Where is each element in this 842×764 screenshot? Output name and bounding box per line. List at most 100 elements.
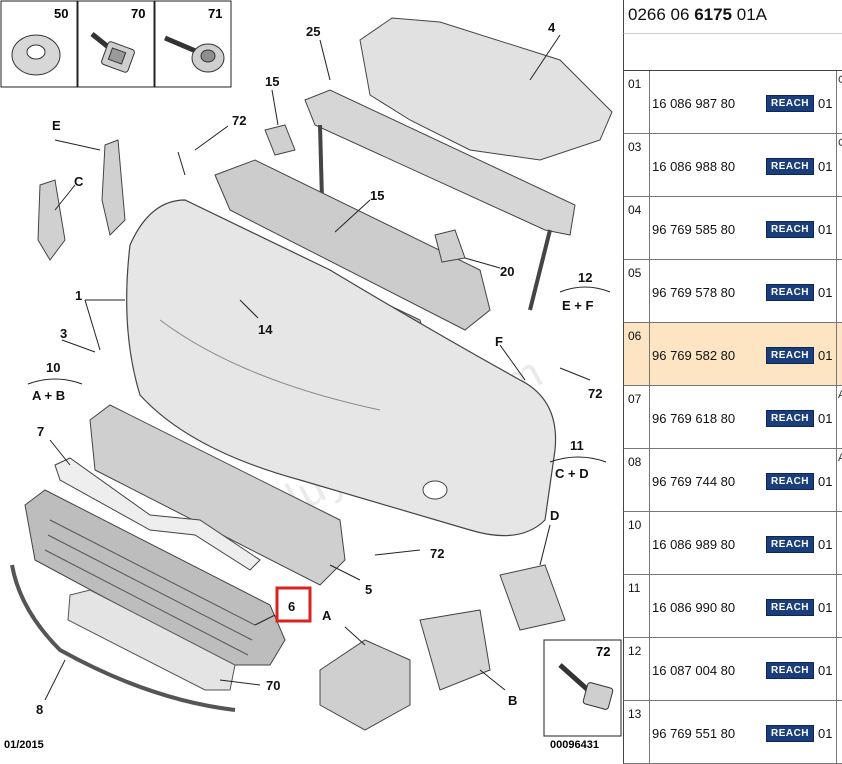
- callout-label: 70: [266, 678, 280, 693]
- callout-label: 15: [370, 188, 384, 203]
- legend-number-70: 70: [131, 6, 145, 21]
- row-index: 13: [624, 701, 650, 763]
- svg-text:12: 12: [578, 270, 592, 285]
- quantity: 01: [818, 726, 833, 741]
- callout-label: 20: [500, 264, 514, 279]
- chrome-strip-part: [54, 457, 261, 571]
- reach-badge[interactable]: REACH: [766, 347, 814, 364]
- callout-label: 72: [430, 546, 444, 561]
- lower-mesh-part: [67, 589, 236, 691]
- svg-text:C + D: C + D: [555, 466, 589, 481]
- svg-text:72: 72: [596, 644, 610, 659]
- part-number: 16 086 990 80: [652, 600, 736, 615]
- column-divider: [836, 638, 837, 700]
- bracket-c-part: [499, 564, 566, 631]
- part-number: 96 769 551 80: [652, 726, 736, 741]
- callout-label: 14: [258, 322, 273, 337]
- row-index: 01: [624, 71, 650, 133]
- callout-label: 7: [37, 424, 44, 439]
- reach-badge[interactable]: REACH: [766, 221, 814, 238]
- reinforcement-beam-part: [304, 89, 576, 236]
- callout-label: 4: [548, 20, 556, 35]
- group-label-11: 11 C + D: [549, 438, 607, 481]
- quantity: 01: [818, 663, 833, 678]
- legend-number-50: 50: [54, 6, 68, 21]
- truncated-column-text: A: [838, 389, 842, 401]
- assembly-code: 0266 06 6175 01A: [623, 0, 842, 34]
- reach-badge[interactable]: REACH: [766, 410, 814, 427]
- upper-crossmember-part: [359, 17, 613, 161]
- group-label-12: 12 E + F: [559, 270, 611, 313]
- highlighted-part-6[interactable]: 6: [275, 586, 312, 623]
- energy-absorber-part: [214, 159, 491, 331]
- lower-grille-part: [24, 489, 286, 666]
- upper-grille-part: [89, 404, 346, 586]
- svg-text:A + B: A + B: [32, 388, 65, 403]
- legend-box-50: 50: [0, 0, 78, 88]
- callout-label: B: [508, 693, 517, 708]
- left-bracket-b-part: [37, 179, 66, 261]
- bolt-icon: [558, 663, 614, 710]
- quantity: 01: [818, 159, 833, 174]
- column-divider: [836, 260, 837, 322]
- row-index: 03: [624, 134, 650, 196]
- callout-label: 72: [232, 113, 246, 128]
- callout-label: A: [322, 608, 332, 623]
- reach-badge[interactable]: REACH: [766, 284, 814, 301]
- legend-box-71: 71: [154, 0, 232, 88]
- callout-label: 1: [75, 288, 82, 303]
- washer-icon: [11, 34, 61, 76]
- lower-trim-strip-part: [10, 564, 236, 712]
- part-number: 96 769 585 80: [652, 222, 736, 237]
- legend-box-70: 70: [77, 0, 155, 88]
- column-divider: [836, 575, 837, 637]
- reach-badge[interactable]: REACH: [766, 473, 814, 490]
- column-divider: [836, 701, 837, 763]
- reach-badge[interactable]: REACH: [766, 662, 814, 679]
- column-divider: [836, 449, 837, 511]
- column-divider: [836, 197, 837, 259]
- reach-badge[interactable]: REACH: [766, 725, 814, 742]
- row-index: 11: [624, 575, 650, 637]
- callout-label: 5: [365, 582, 372, 597]
- svg-text:E + F: E + F: [562, 298, 593, 313]
- part-number: 16 086 988 80: [652, 159, 736, 174]
- bracket-a-part: [419, 609, 491, 691]
- table-header: [623, 34, 842, 71]
- row-index: 10: [624, 512, 650, 574]
- bumper-cover-part: [126, 199, 557, 537]
- bracket-15-part: [264, 124, 296, 156]
- callout-label: D: [550, 508, 559, 523]
- row-index: 08: [624, 449, 650, 511]
- part-number: 16 086 989 80: [652, 537, 736, 552]
- column-divider: [836, 134, 837, 196]
- callout-label: F: [495, 334, 503, 349]
- screw-icon: [90, 32, 135, 73]
- parts-diagram: 50 70 71 duyukoto.com: [0, 0, 622, 751]
- leader-lines: [44, 34, 591, 701]
- group-label-10: 10 A + B: [27, 360, 83, 403]
- quantity: 01: [818, 285, 833, 300]
- quantity: 01: [818, 600, 833, 615]
- truncated-column-text: C: [838, 137, 842, 149]
- reach-badge[interactable]: REACH: [766, 158, 814, 175]
- fixing-kit-part: [319, 639, 411, 731]
- part-number: 96 769 744 80: [652, 474, 736, 489]
- reach-badge[interactable]: REACH: [766, 599, 814, 616]
- reach-badge[interactable]: REACH: [766, 536, 814, 553]
- callout-label: 72: [588, 386, 602, 401]
- reach-badge[interactable]: REACH: [766, 95, 814, 112]
- column-divider: [836, 71, 837, 133]
